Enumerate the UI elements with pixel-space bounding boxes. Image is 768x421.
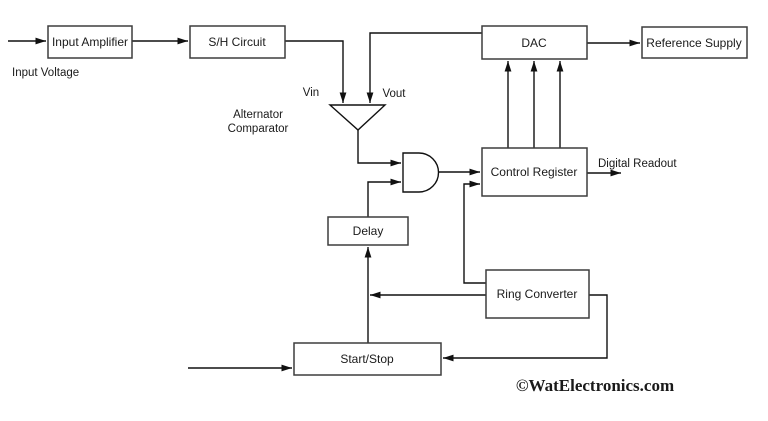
comparator-triangle — [328, 104, 387, 131]
wire-sh-to-comparator-vin — [285, 40, 347, 103]
block-dac-label: DAC — [521, 36, 547, 50]
wire-comparator-to-and — [357, 130, 401, 167]
block-start-stop-label: Start/Stop — [340, 352, 394, 366]
block-delay: Delay — [327, 216, 409, 246]
block-ring-converter: Ring Converter — [485, 269, 590, 319]
digital-readout-label: Digital Readout — [598, 158, 677, 170]
wire-ring-to-control-register — [463, 180, 486, 284]
block-reference-supply-label: Reference Supply — [646, 36, 741, 50]
vin-label: Vin — [303, 87, 319, 99]
block-control-register: Control Register — [481, 147, 588, 197]
input-voltage-label: Input Voltage — [12, 67, 79, 79]
wire-dac-to-comparator-vout — [366, 32, 482, 103]
watermark: ©WatElectronics.com — [516, 376, 674, 395]
block-start-stop: Start/Stop — [293, 342, 442, 376]
and-gate — [402, 152, 440, 193]
comparator-caption-line2: Comparator — [228, 123, 289, 135]
block-input-amplifier-label: Input Amplifier — [52, 35, 128, 49]
block-ring-converter-label: Ring Converter — [497, 287, 578, 301]
block-sh-circuit-label: S/H Circuit — [208, 35, 266, 49]
block-input-amplifier: Input Amplifier — [47, 25, 133, 59]
block-sh-circuit: S/H Circuit — [189, 25, 286, 59]
comparator-caption-line1: Alternator — [233, 109, 283, 121]
vout-label: Vout — [382, 88, 406, 100]
block-dac: DAC — [481, 25, 588, 60]
block-delay-label: Delay — [353, 224, 384, 238]
wire-ring-to-startstop — [443, 294, 608, 362]
block-control-register-label: Control Register — [491, 165, 578, 179]
wire-delay-to-and — [367, 178, 401, 217]
block-reference-supply: Reference Supply — [641, 26, 748, 59]
